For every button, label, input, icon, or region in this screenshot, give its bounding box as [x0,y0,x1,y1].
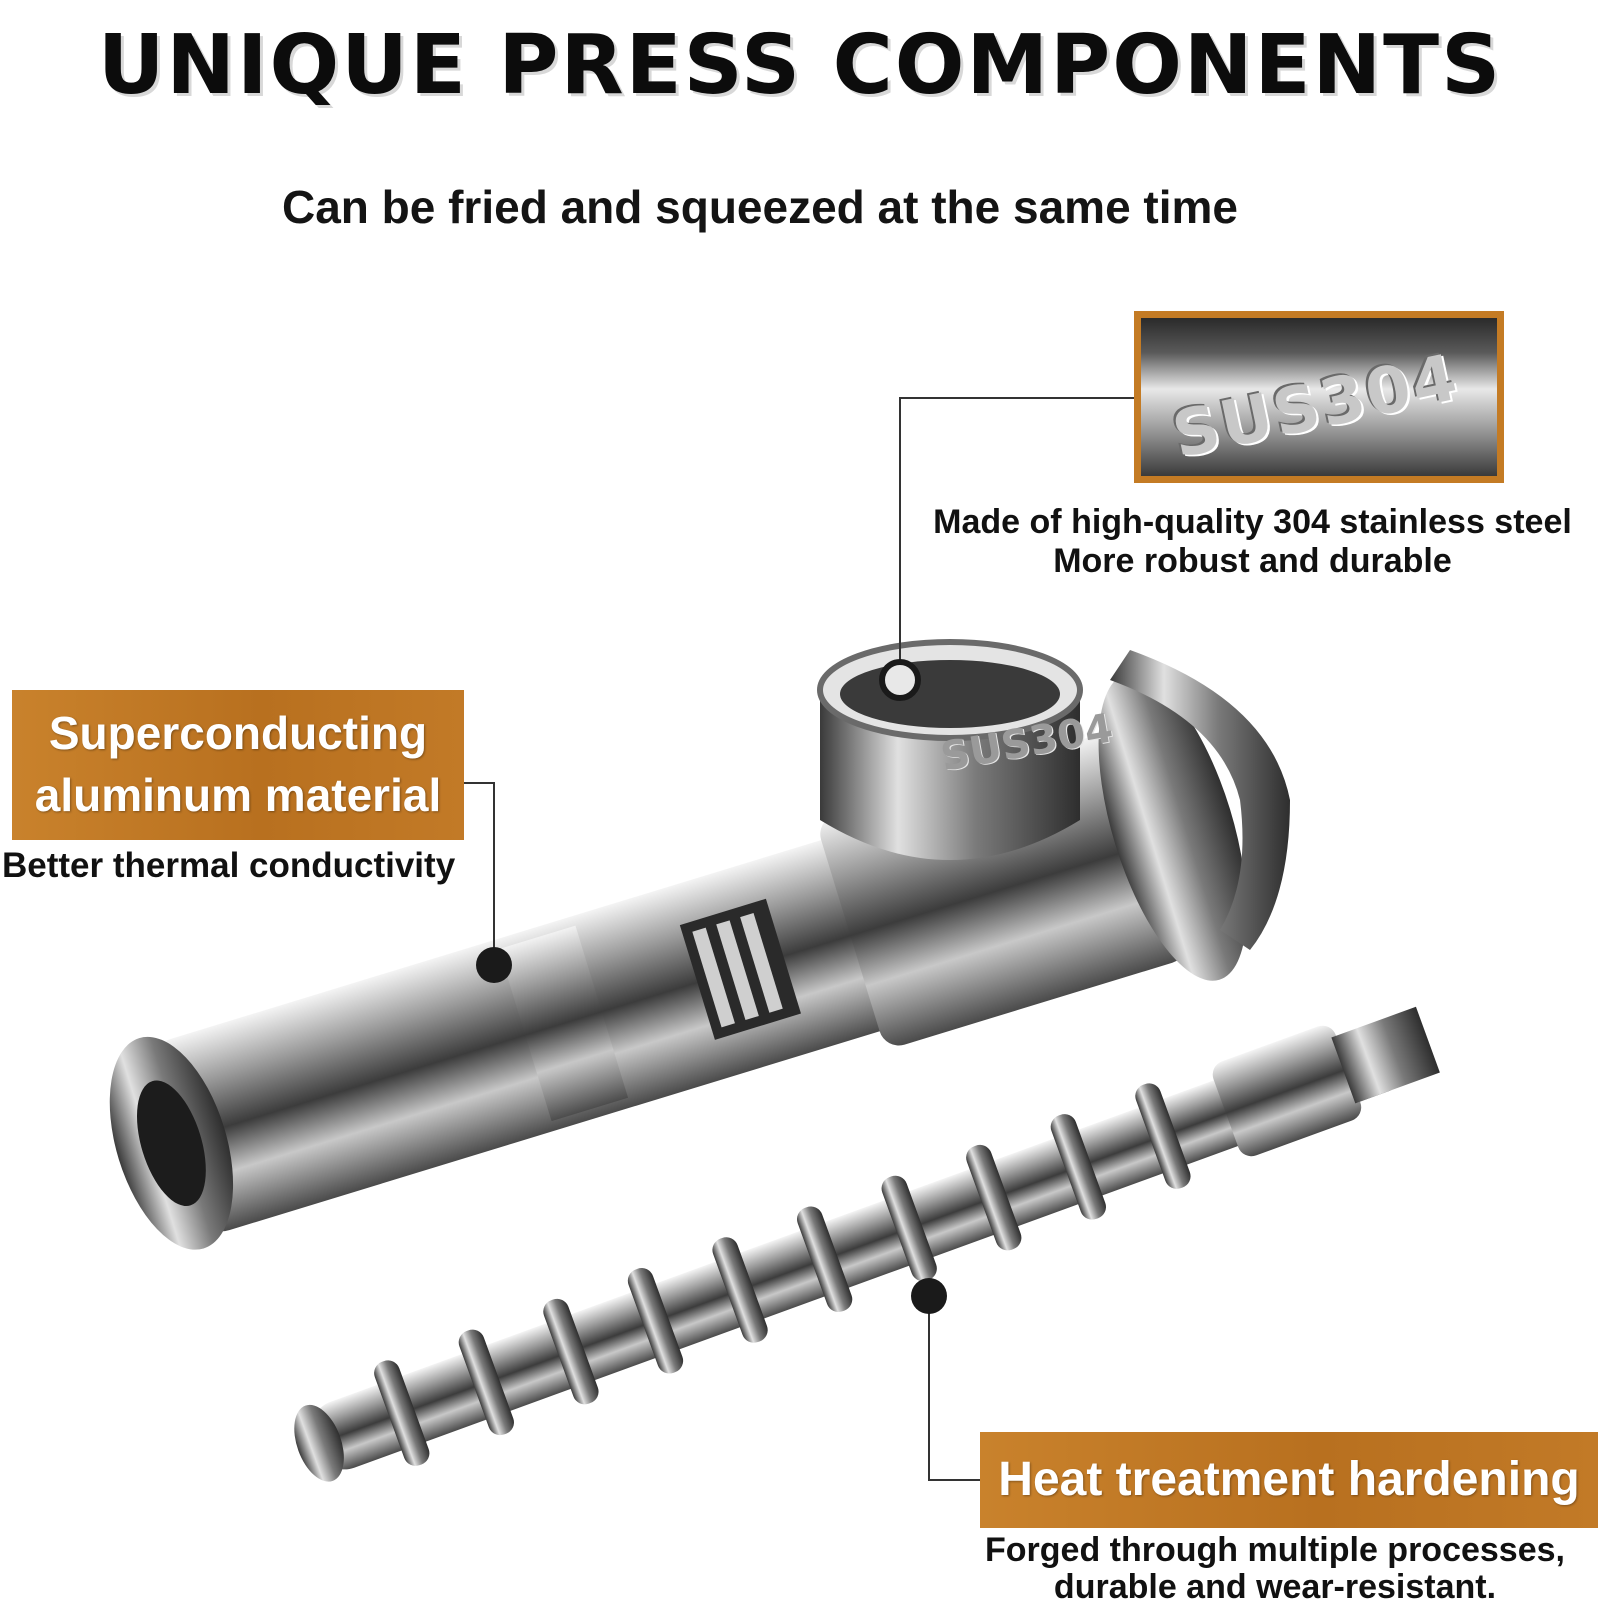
aluminum-heading-line2: aluminum material [34,769,442,821]
hopper [817,639,1083,860]
steel-caption: Made of high-quality 304 stainless steel… [905,503,1600,581]
heat-heading-box: Heat treatment hardening [980,1432,1598,1528]
screw-auger [294,1006,1440,1482]
heat-caption-line1: Forged through multiple processes, [985,1531,1565,1569]
page-subtitle: Can be fried and squeezed at the same ti… [281,181,1239,233]
aluminum-caption: Better thermal conductivity [2,846,456,885]
callout-dots [476,659,947,1314]
steel-caption-line2: More robust and durable [1053,542,1452,580]
steel-caption-line1: Made of high-quality 304 stainless steel [933,503,1572,541]
aluminum-heading-box: Superconducting aluminum material [12,690,464,840]
page-title: UNIQUE PRESS COMPONENTS [97,18,1503,113]
end-cap [1110,650,1290,950]
callout-lines [464,397,1134,1481]
heat-caption-line2: durable and wear-resistant. [1053,1568,1497,1606]
inset-stamp-text: SUS304 [1166,340,1466,474]
aluminum-heading-line1: Superconducting [48,707,428,759]
heat-caption: Forged through multiple processes, durab… [950,1532,1600,1606]
steel-closeup-inset: SUS304 [1134,311,1504,483]
